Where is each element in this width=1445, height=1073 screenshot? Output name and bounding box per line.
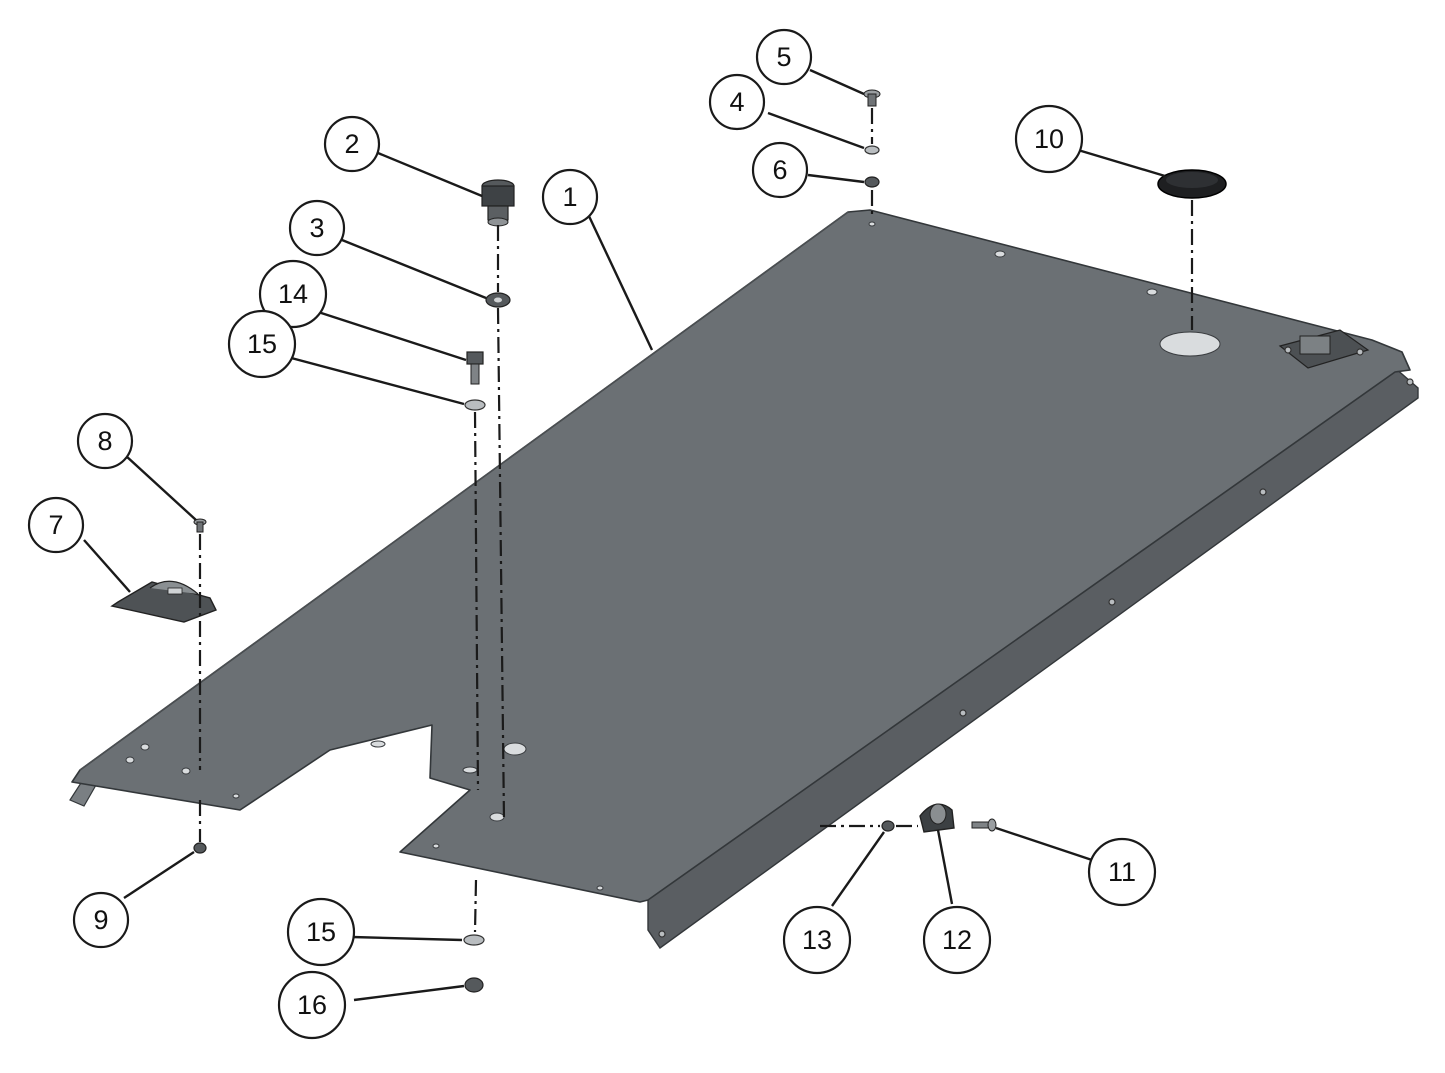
grommet-hole — [1159, 331, 1221, 357]
edge-rivet — [959, 709, 967, 717]
svg-text:1: 1 — [562, 182, 577, 212]
svg-text:2: 2 — [344, 129, 359, 159]
callout-9: 9 — [72, 891, 130, 949]
panel-hole — [868, 221, 876, 227]
panel-hole — [140, 743, 150, 751]
part-2-knob — [481, 179, 515, 227]
panel-slot — [462, 766, 478, 774]
panel-hole — [432, 843, 440, 849]
panel-rear-edge — [79, 211, 849, 771]
callout-16: 16 — [277, 970, 347, 1040]
panel-hole — [181, 767, 191, 775]
part-3-washer-hole — [494, 297, 502, 303]
svg-text:10: 10 — [1034, 124, 1064, 154]
part-15-washer-bottom — [463, 934, 485, 946]
callout-10: 10 — [1014, 104, 1084, 174]
part-4-washer — [864, 145, 880, 155]
part-6-nut — [864, 176, 880, 188]
part-15-washer-top — [464, 399, 486, 411]
panel-hole — [1146, 288, 1158, 296]
part-8-screw — [193, 518, 207, 533]
callout-12: 12 — [922, 905, 992, 975]
callout-6: 6 — [751, 141, 809, 199]
edge-rivet — [1108, 598, 1116, 606]
panel-hole — [994, 250, 1006, 258]
part-14-bolt — [466, 351, 484, 385]
callout-15-top: 15 — [227, 309, 297, 379]
part-7-bracket — [110, 580, 217, 623]
callout-14: 14 — [258, 259, 328, 329]
edge-rivet — [1259, 488, 1267, 496]
callout-1: 1 — [541, 168, 599, 226]
svg-text:12: 12 — [942, 925, 972, 955]
svg-text:4: 4 — [729, 87, 744, 117]
part-10-grommet-top — [1166, 172, 1218, 188]
svg-text:13: 13 — [802, 925, 832, 955]
callout-7: 7 — [27, 496, 85, 554]
panel-hole — [596, 885, 604, 891]
svg-text:8: 8 — [97, 426, 112, 456]
panel-slot — [370, 740, 386, 748]
svg-text:11: 11 — [1108, 857, 1136, 887]
assembly-lines — [198, 108, 1194, 933]
edge-rivet — [1406, 378, 1414, 386]
svg-text:9: 9 — [93, 905, 108, 935]
callout-3: 3 — [288, 199, 346, 257]
svg-text:5: 5 — [776, 42, 791, 72]
leader-lines — [83, 68, 1166, 1002]
svg-text:16: 16 — [297, 990, 327, 1020]
latch-bracket — [1278, 329, 1370, 369]
part-9-nut — [193, 842, 207, 854]
callout-8: 8 — [76, 412, 134, 470]
edge-rivet — [658, 930, 666, 938]
svg-text:7: 7 — [48, 510, 63, 540]
svg-text:15: 15 — [306, 917, 336, 947]
svg-text:6: 6 — [772, 155, 787, 185]
part-11-screw — [971, 818, 997, 832]
callout-2: 2 — [323, 115, 381, 173]
panel-hole — [489, 812, 505, 822]
callout-15-bottom: 15 — [286, 897, 356, 967]
callout-5: 5 — [755, 28, 813, 86]
callout-4: 4 — [708, 73, 766, 131]
panel-hole — [503, 742, 527, 756]
callout-13: 13 — [782, 905, 852, 975]
part-5-screw — [863, 89, 881, 107]
svg-text:15: 15 — [247, 329, 277, 359]
svg-text:3: 3 — [309, 213, 324, 243]
floor-panel — [69, 209, 1419, 949]
panel-hole — [125, 756, 135, 764]
svg-text:14: 14 — [278, 279, 308, 309]
part-16-nut — [464, 977, 484, 993]
panel-top-surface — [71, 209, 1411, 903]
part-12-clamp — [919, 803, 955, 833]
part-13-nut — [881, 820, 895, 832]
panel-hole — [232, 793, 240, 799]
callout-11: 11 — [1087, 837, 1157, 907]
